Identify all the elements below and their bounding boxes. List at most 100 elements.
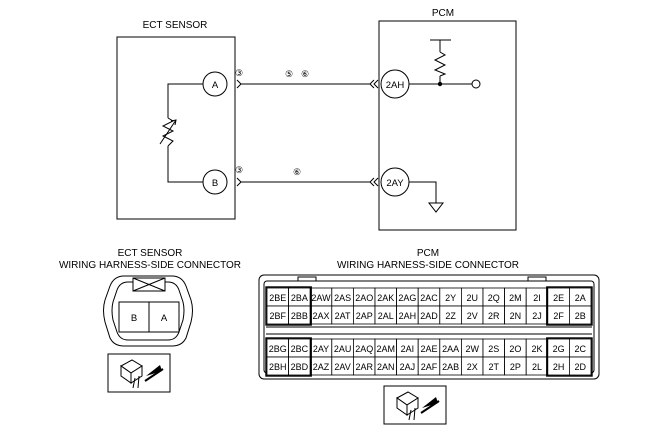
pcm-terminal-label: 2AA bbox=[442, 344, 459, 354]
ect-sensor-box bbox=[116, 36, 236, 220]
pcm-pin-2ah-label: 2AH bbox=[386, 80, 405, 91]
pcm-terminal-label: 2AY bbox=[313, 344, 329, 354]
pcm-terminal-label: 2L bbox=[532, 362, 542, 372]
pcm-terminal-label: 2I bbox=[533, 293, 541, 303]
pcm-terminal-label: 2BD bbox=[291, 362, 309, 372]
pcm-terminal-label: 2AQ bbox=[355, 344, 373, 354]
pcm-junction-dot bbox=[437, 81, 443, 87]
pcm-terminal-label: 2W bbox=[465, 344, 479, 354]
pcm-terminal-group-outline bbox=[546, 286, 593, 326]
pcm-terminal-label: 2AM bbox=[377, 344, 396, 354]
pcm-terminal-label: 2BA bbox=[291, 293, 308, 303]
pcm-terminal-label: 2C bbox=[574, 344, 586, 354]
pcm-terminal-label: 2A bbox=[575, 293, 586, 303]
pcm-terminal-label: 2AU bbox=[334, 344, 352, 354]
pcm-terminal-label: 2AN bbox=[377, 362, 395, 372]
pcm-terminal-label: 2AH bbox=[399, 311, 417, 321]
pcm-terminal-label: 2BF bbox=[270, 311, 287, 321]
pcm-terminal-label: 2AD bbox=[420, 311, 438, 321]
pcm-terminal-label: 2AS bbox=[334, 293, 351, 303]
ect-sensor-title: ECT SENSOR bbox=[143, 20, 208, 31]
pcm-terminal-label: 2D bbox=[574, 362, 586, 372]
pcm-terminal-group-outline bbox=[265, 286, 312, 326]
view-direction-icon bbox=[107, 353, 171, 393]
ect-terminal-b: B bbox=[131, 313, 137, 324]
pcm-terminal-label: 2AB bbox=[442, 362, 459, 372]
pcm-input-terminal bbox=[471, 79, 481, 89]
pcm-terminal-label: 2AP bbox=[356, 311, 373, 321]
pcm-box bbox=[378, 20, 517, 231]
pcm-conn-arrow-2ay-1 bbox=[369, 177, 375, 187]
pcm-terminal-label: 2BE bbox=[269, 293, 286, 303]
pcm-terminal-label: 2AV bbox=[334, 362, 350, 372]
pcm-conn-arrow-2ay-2 bbox=[373, 177, 379, 187]
pcm-terminal-label: 2F bbox=[553, 311, 564, 321]
pcm-terminal-label: 2V bbox=[467, 311, 478, 321]
note-a-wire-2: ⑥ bbox=[301, 69, 309, 79]
ect-connector-title-2: WIRING HARNESS-SIDE CONNECTOR bbox=[59, 260, 241, 271]
thermistor-arrow-head bbox=[170, 119, 177, 126]
pcm-conn-arrow-2ah-1 bbox=[369, 79, 375, 89]
pcm-terminal-label: 2AZ bbox=[313, 362, 330, 372]
ect-terminal-a: A bbox=[161, 313, 168, 324]
thermistor-arrow-line bbox=[159, 119, 177, 145]
pcm-terminal-group-outline bbox=[546, 337, 593, 377]
pcm-terminal-label: 2AI bbox=[401, 344, 415, 354]
pcm-ground-wire bbox=[409, 181, 437, 203]
pcm-terminal-label: 2U bbox=[466, 293, 478, 303]
pcm-conn-arrow-2ah-2 bbox=[373, 79, 379, 89]
pcm-terminal-label: 2M bbox=[509, 293, 522, 303]
pcm-connector-title-2: WIRING HARNESS-SIDE CONNECTOR bbox=[337, 260, 519, 271]
pcm-terminal-label: 2T bbox=[489, 362, 500, 372]
pcm-terminal-label: 2AR bbox=[355, 362, 373, 372]
pcm-terminal-label: 2AF bbox=[421, 362, 438, 372]
ect-connector-title-1: ECT SENSOR bbox=[118, 248, 183, 259]
pcm-title: PCM bbox=[432, 8, 454, 19]
pcm-terminal-label: 2N bbox=[510, 311, 522, 321]
pcm-terminal-label: 2AO bbox=[355, 293, 373, 303]
ect-pin-b-label: B bbox=[212, 178, 218, 189]
pcm-pin-2ay-label: 2AY bbox=[386, 178, 404, 189]
pcm-terminal-label: 2AK bbox=[377, 293, 394, 303]
ect-pin-a-label: A bbox=[212, 80, 219, 91]
pcm-terminal-group-outline bbox=[265, 337, 312, 377]
pcm-terminal-label: 2AJ bbox=[400, 362, 416, 372]
pcm-terminal-label: 2BG bbox=[269, 344, 287, 354]
pcm-terminal-cell bbox=[569, 356, 592, 376]
pullup-resistor-symbol bbox=[433, 51, 447, 77]
ect-connector-face bbox=[103, 275, 193, 347]
pcm-terminal-label: 2R bbox=[488, 311, 500, 321]
pcm-terminal-label: 2AL bbox=[378, 311, 394, 321]
pcm-terminal-label: 2X bbox=[467, 362, 478, 372]
pcm-terminal-label: 2Y bbox=[445, 293, 456, 303]
ground-icon bbox=[427, 202, 445, 213]
pcm-connector-title-1: PCM bbox=[417, 248, 439, 259]
pcm-terminal-label: 2G bbox=[553, 344, 565, 354]
ect-internal-wire-lower bbox=[167, 146, 203, 183]
pcm-terminal-label: 2AX bbox=[312, 311, 329, 321]
pcm-terminal-label: 2E bbox=[553, 293, 564, 303]
note-b-wire: ⑥ bbox=[293, 167, 301, 177]
pcm-terminal-label: 2AE bbox=[420, 344, 437, 354]
pcm-terminal-label: 2BC bbox=[291, 344, 309, 354]
ect-internal-wire bbox=[167, 83, 203, 118]
pcm-terminal-label: 2S bbox=[488, 344, 499, 354]
pcm-terminal-label: 2Q bbox=[488, 293, 500, 303]
ect-conn-arrow-b bbox=[236, 177, 242, 187]
pcm-terminal-label: 2BB bbox=[291, 311, 308, 321]
note-b-sensor: ③ bbox=[235, 165, 243, 175]
pcm-terminal-label: 2BH bbox=[269, 362, 287, 372]
view-direction-icon-pcm bbox=[383, 385, 447, 425]
pcm-terminal-label: 2Z bbox=[445, 311, 456, 321]
pcm-terminal-label: 2K bbox=[531, 344, 542, 354]
ect-conn-arrow-a bbox=[236, 79, 242, 89]
pcm-terminal-label: 2AW bbox=[311, 293, 331, 303]
pcm-terminal-label: 2P bbox=[510, 362, 521, 372]
pcm-terminal-label: 2J bbox=[532, 311, 542, 321]
pcm-terminal-label: 2AG bbox=[398, 293, 416, 303]
pcm-terminal-label: 2H bbox=[553, 362, 565, 372]
pcm-terminal-label: 2AT bbox=[335, 311, 351, 321]
note-a-sensor: ③ bbox=[235, 68, 243, 78]
